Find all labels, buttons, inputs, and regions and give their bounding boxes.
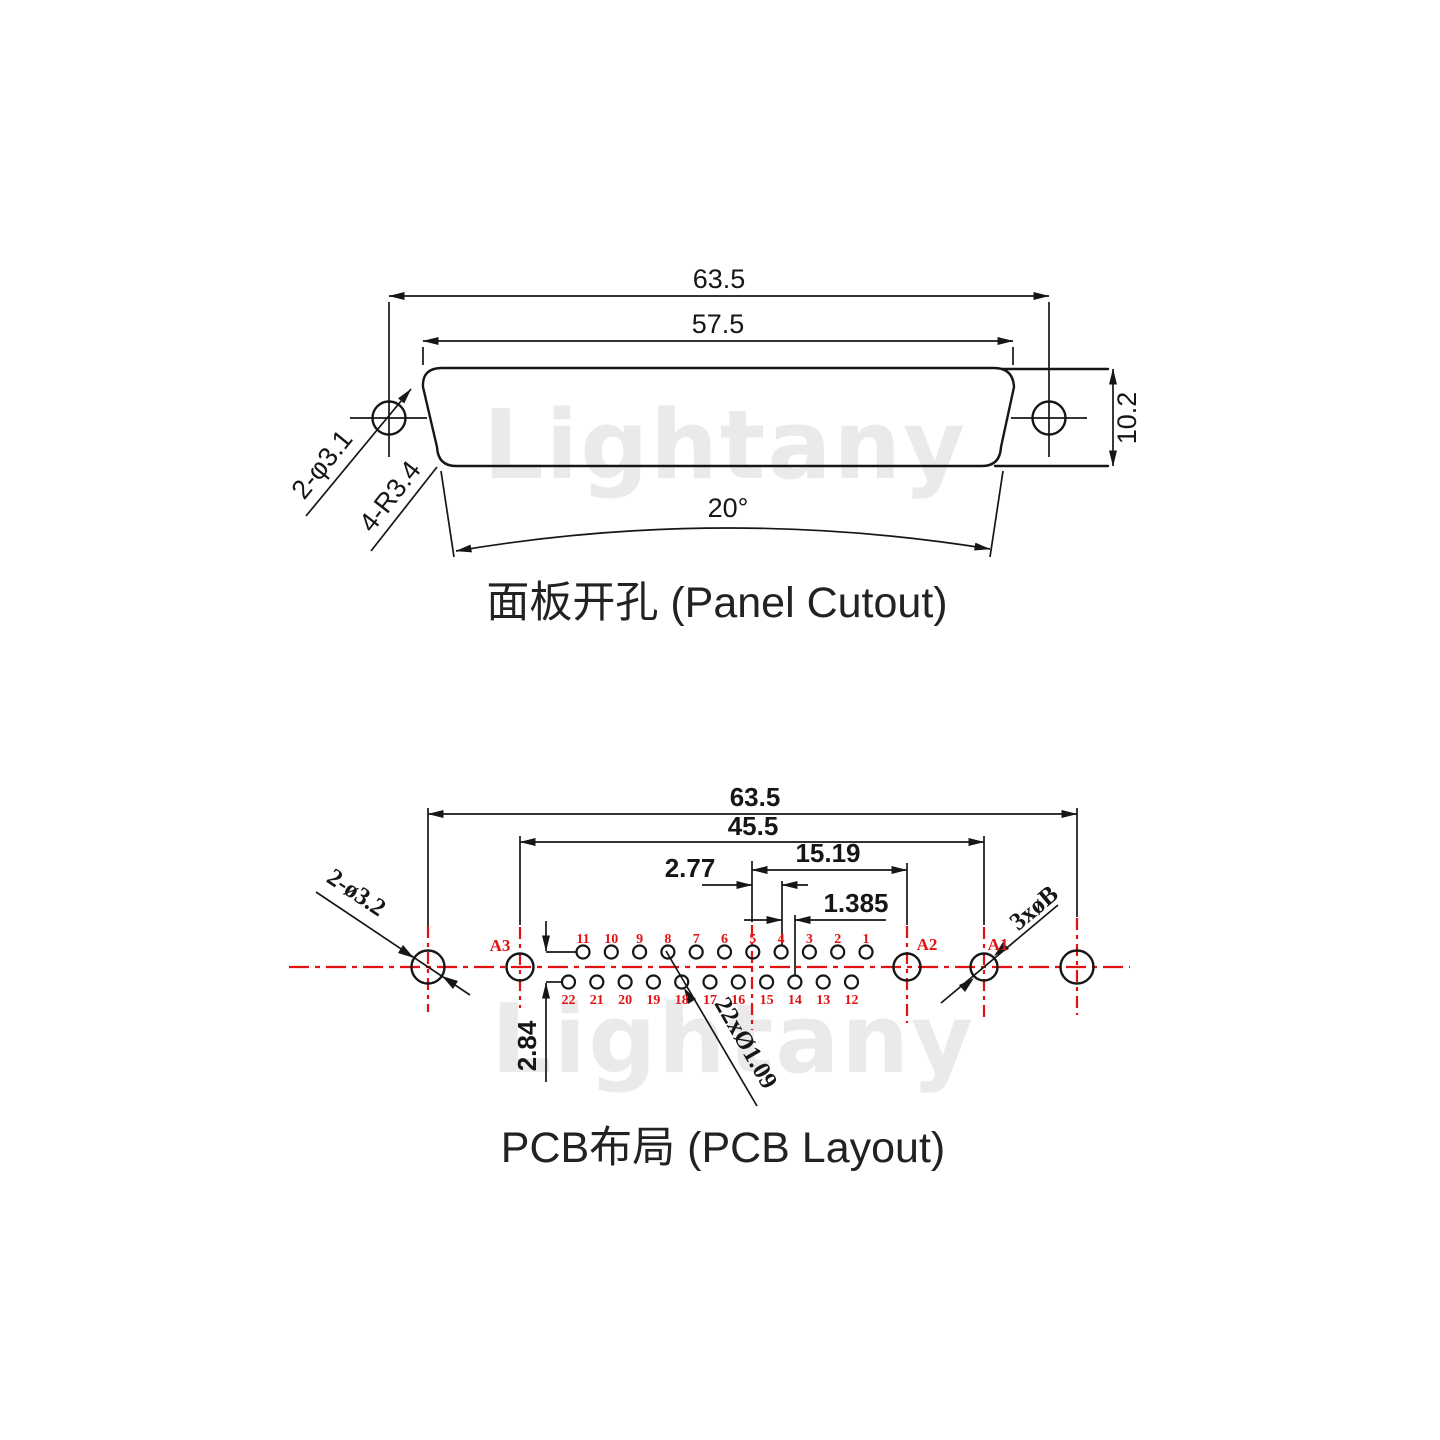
panel-cutout-title: 面板开孔 (Panel Cutout) xyxy=(486,579,947,627)
pin-hole-17 xyxy=(702,974,718,990)
panel-left-mount-hole xyxy=(371,400,407,436)
pin-hole-15 xyxy=(758,974,775,990)
pin-number-10: 10 xyxy=(604,932,618,947)
pin-number-13: 13 xyxy=(816,993,830,1008)
pcb-hole-a3 xyxy=(505,952,535,982)
pcb-label-a1: A1 xyxy=(988,935,1009,954)
pin-hole-7 xyxy=(688,944,704,960)
panel-label-corner-radius: 4-R3.4 xyxy=(353,455,427,537)
pin-number-18: 18 xyxy=(675,993,689,1008)
pin-number-9: 9 xyxy=(636,932,643,947)
pin-number-22: 22 xyxy=(562,993,576,1008)
pin-hole-19 xyxy=(645,974,662,990)
pcb-label-coax-holes: 3xøB xyxy=(1005,880,1064,936)
leader-mount-holes xyxy=(305,388,412,517)
leader-corner-radius xyxy=(370,466,438,552)
pin-number-4: 4 xyxy=(778,932,785,947)
pin-hole-18 xyxy=(674,974,690,990)
pcb-dim-63-5: 63.5 xyxy=(730,782,781,812)
pin-number-15: 15 xyxy=(760,993,774,1008)
pin-number-21: 21 xyxy=(590,993,604,1008)
pcb-dim-45-5: 45.5 xyxy=(728,811,779,841)
pin-number-1: 1 xyxy=(863,932,870,947)
panel-dim-10-2: 10.2 xyxy=(1112,392,1142,445)
panel-dim-angle: 20° xyxy=(708,493,749,523)
pcb-mount-hole-right xyxy=(1059,949,1095,985)
watermark-bottom: Lightany xyxy=(491,985,975,1095)
leader-pcb-mount-arrow-2 xyxy=(442,976,458,989)
pin-number-11: 11 xyxy=(576,932,589,947)
pin-hole-16 xyxy=(730,974,746,990)
pin-hole-14 xyxy=(787,974,803,990)
pin-hole-4 xyxy=(773,944,789,960)
watermark-top: Lightany xyxy=(483,391,967,501)
pin-hole-9 xyxy=(631,944,648,960)
panel-dim-63-5: 63.5 xyxy=(693,264,746,294)
pin-hole-3 xyxy=(801,944,818,960)
pin-number-2: 2 xyxy=(834,932,841,947)
pcb-mount-hole-left xyxy=(410,949,446,985)
pin-number-14: 14 xyxy=(788,993,802,1008)
pin-number-16: 16 xyxy=(731,993,745,1008)
pin-number-8: 8 xyxy=(664,932,671,947)
panel-right-mount-hole xyxy=(1031,400,1067,436)
panel-cutout-outline xyxy=(421,366,1016,468)
angle-ext-right xyxy=(989,470,1004,558)
pcb-dim-1-385: 1.385 xyxy=(823,888,888,918)
pcb-dim-15-19: 15.19 xyxy=(795,838,860,868)
pin-hole-5 xyxy=(745,944,761,960)
pcb-layout-drawing: 63.5 45.5 15.19 2.77 1.385 2.84 2-ø3.2 3… xyxy=(289,782,1130,1172)
pin-hole-2 xyxy=(830,944,846,960)
pin-hole-6 xyxy=(716,944,733,960)
pin-number-6: 6 xyxy=(721,932,728,947)
leader-signal-pins xyxy=(665,950,758,1107)
pcb-label-mount-holes: 2-ø3.2 xyxy=(322,864,391,922)
pin-number-3: 3 xyxy=(806,932,813,947)
pcb-label-a3: A3 xyxy=(490,936,511,955)
angle-ext-left xyxy=(440,470,455,558)
pcb-hole-a1 xyxy=(969,952,999,982)
leader-coax-arrow-2 xyxy=(959,978,974,992)
pin-number-17: 17 xyxy=(703,993,717,1008)
pin-hole-8 xyxy=(660,944,676,960)
leader-pcb-mount-arrow-1 xyxy=(398,945,414,958)
pcb-pin-row-bottom: 22 21 20 19 18 17 16 15 14 13 12 xyxy=(560,974,860,1008)
leader-coax-arrow-1 xyxy=(994,942,1009,956)
angle-arc xyxy=(455,527,991,553)
pcb-pin-row-top: 11 10 9 8 7 6 5 4 3 2 1 xyxy=(575,932,874,960)
pin-hole-22 xyxy=(560,974,577,990)
pin-hole-21 xyxy=(589,974,605,990)
pcb-dim-2-84: 2.84 xyxy=(512,1020,542,1071)
pcb-hole-a2 xyxy=(892,952,922,982)
pin-hole-20 xyxy=(617,974,633,990)
pcb-layout-title: PCB布局 (PCB Layout) xyxy=(501,1124,945,1172)
pin-hole-13 xyxy=(815,974,831,990)
pcb-label-a2: A2 xyxy=(917,935,938,954)
pin-number-5: 5 xyxy=(749,932,756,947)
leader-signal-arrow xyxy=(684,988,696,1004)
pcb-dim-2-77: 2.77 xyxy=(665,853,716,883)
pin-hole-1 xyxy=(858,944,874,960)
pin-hole-12 xyxy=(843,974,860,990)
panel-dim-57-5: 57.5 xyxy=(692,309,745,339)
pin-number-7: 7 xyxy=(693,932,700,947)
pin-number-20: 20 xyxy=(618,993,632,1008)
panel-label-mount-holes: 2-φ3.1 xyxy=(285,424,358,504)
pin-number-12: 12 xyxy=(845,993,859,1008)
pin-hole-11 xyxy=(575,944,591,960)
pin-number-19: 19 xyxy=(646,993,660,1008)
pin-hole-10 xyxy=(603,944,619,960)
